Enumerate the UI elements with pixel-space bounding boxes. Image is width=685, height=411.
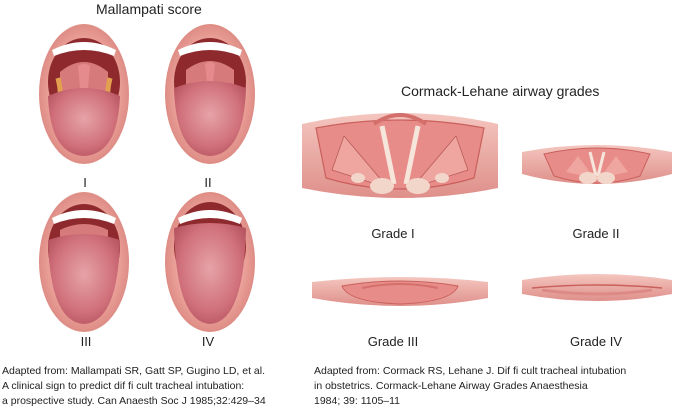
mallampati-label-4: IV (198, 334, 218, 349)
cormack-citation: Adapted from: Cormack RS, Lehane J. Dif … (314, 364, 626, 409)
cormack-grade-4-illustration (522, 262, 672, 312)
mallampati-grade-2-illustration (164, 22, 256, 167)
mallampati-citation: Adapted from: Mallampati SR, Gatt SP, Gu… (2, 364, 266, 409)
mallampati-label-1: I (78, 175, 92, 190)
cormack-grade-1-illustration (302, 108, 498, 204)
mallampati-citation-line-3: a prospective study. Can Anaesth Soc J 1… (2, 394, 266, 409)
cormack-grade-2-illustration (522, 134, 672, 196)
cormack-title: Cormack-Lehane airway grades (401, 83, 599, 99)
cormack-label-2: Grade II (563, 226, 629, 241)
cormack-label-4: Grade IV (561, 334, 631, 349)
mallampati-citation-line-1: Adapted from: Mallampati SR, Gatt SP, Gu… (2, 364, 266, 379)
mallampati-citation-line-2: A clinical sign to predict dif fi cult t… (2, 379, 266, 394)
mallampati-label-2: II (200, 175, 216, 190)
mallampati-title: Mallampati score (96, 1, 202, 17)
cormack-citation-line-2: in obstetrics. Cormack-Lehane Airway Gra… (314, 379, 626, 394)
cormack-label-1: Grade I (363, 226, 423, 241)
mallampati-grade-4-illustration (164, 190, 256, 335)
mallampati-grade-1-illustration (38, 22, 130, 167)
mallampati-label-3: III (76, 334, 96, 349)
cormack-grade-3-illustration (312, 268, 488, 314)
mallampati-grade-3-illustration (38, 190, 130, 335)
cormack-label-3: Grade III (356, 334, 430, 349)
cormack-citation-line-1: Adapted from: Cormack RS, Lehane J. Dif … (314, 364, 626, 379)
cormack-citation-line-3: 1984; 39: 1105–11 (314, 394, 626, 409)
